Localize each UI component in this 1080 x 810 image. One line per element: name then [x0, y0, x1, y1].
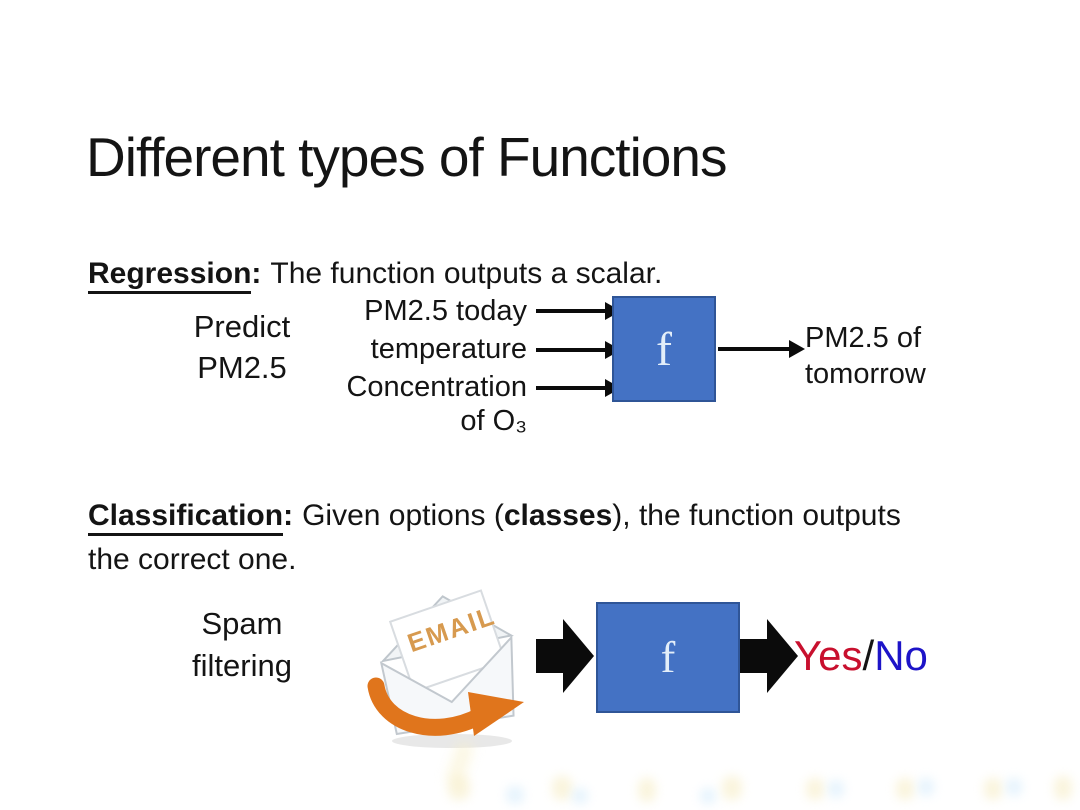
watermark-smudge	[1054, 776, 1072, 800]
regression-function-box: f	[612, 296, 716, 402]
regression-output-label: PM2.5 of tomorrow	[805, 320, 926, 392]
input-label-temperature: temperature	[370, 333, 527, 365]
regression-output-line2: tomorrow	[805, 358, 926, 390]
classification-function-box: f	[596, 602, 740, 713]
block-arrow-icon	[536, 619, 594, 693]
predict-label-line2: PM2.5	[197, 350, 287, 385]
spam-label-line1: Spam	[201, 606, 283, 641]
spam-label-line2: filtering	[192, 648, 292, 683]
watermark-smudge	[806, 778, 824, 800]
input-label-of-o3: of O₃	[460, 405, 527, 437]
output-arrow-icon	[718, 347, 790, 351]
watermark-smudge	[700, 788, 716, 804]
regression-heading: Regression:The function outputs a scalar…	[88, 252, 1048, 296]
email-icon: EMAIL	[367, 589, 524, 748]
predict-pm25-label: Predict PM2.5	[158, 306, 326, 388]
watermark-smudge	[448, 776, 470, 800]
watermark-smudge	[552, 776, 572, 800]
regression-colon: :	[251, 257, 262, 290]
classification-colon: :	[283, 499, 294, 532]
regression-output-line1: PM2.5 of	[805, 322, 922, 354]
regression-definition: The function outputs a scalar.	[270, 257, 663, 290]
no-text: No	[874, 632, 928, 679]
predict-label-line1: Predict	[193, 309, 291, 344]
slash-text: /	[862, 632, 875, 679]
classification-def-line2: the correct one.	[88, 543, 297, 576]
classification-classes-word: classes	[503, 499, 613, 532]
classification-def-before: Given options (	[302, 499, 504, 532]
watermark-smudge	[722, 776, 742, 800]
watermark-smudge	[638, 778, 656, 802]
watermark-smudge	[828, 780, 844, 798]
regression-term: Regression	[88, 257, 252, 294]
input-arrow-icon	[536, 386, 606, 390]
input-label-pm25-today: PM2.5 today	[364, 295, 527, 327]
classification-term: Classification	[88, 499, 284, 536]
classification-def-after: ), the function outputs	[612, 499, 901, 532]
classification-heading: Classification:Given options (classes), …	[88, 494, 1008, 582]
watermark-smudge	[572, 788, 588, 804]
yes-no-label: Yes/No	[794, 632, 928, 680]
input-arrow-icon	[536, 309, 606, 313]
watermark-smudge	[506, 786, 524, 804]
watermark-smudge	[984, 778, 1002, 800]
function-symbol: f	[656, 322, 672, 376]
function-symbol: f	[660, 633, 676, 682]
input-arrow-icon	[536, 348, 606, 352]
watermark-smudge	[896, 778, 914, 800]
watermark-smudge	[1006, 778, 1022, 796]
block-arrow-icon	[740, 619, 798, 693]
slide-title: Different types of Functions	[86, 125, 727, 188]
watermark-smudge	[918, 778, 934, 796]
input-label-concentration: Concentration	[346, 371, 527, 403]
yes-text: Yes	[794, 632, 863, 679]
spam-filtering-label: Spam filtering	[158, 603, 326, 687]
